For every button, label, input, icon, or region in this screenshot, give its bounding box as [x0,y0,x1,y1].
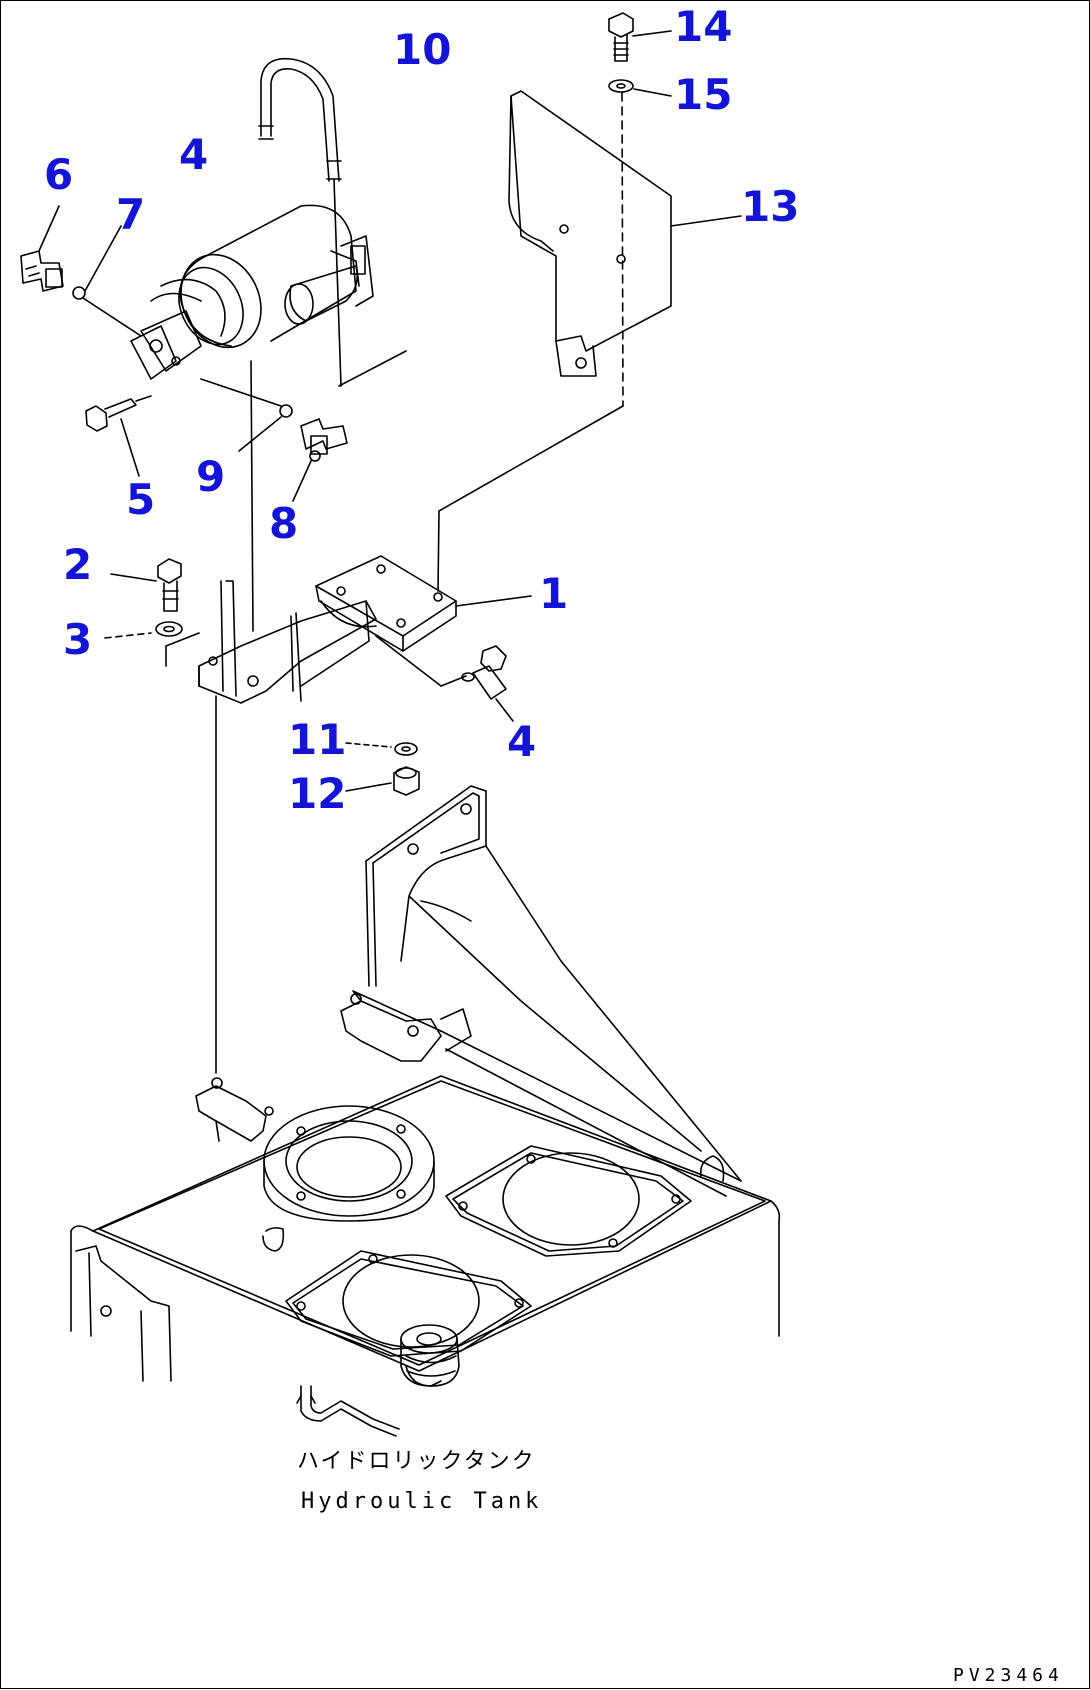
callout-14: 14 [674,2,733,51]
callout-4b: 4 [507,717,537,766]
callout-2: 2 [63,540,93,589]
support-bracket [165,360,377,1074]
hose-part-10 [258,57,407,387]
fitting-part-8 [292,418,348,502]
washer-part-15 [608,79,672,407]
callout-1: 1 [539,569,569,618]
callout-9: 9 [196,452,226,501]
washer-part-11 [345,742,418,756]
oring-part-7 [72,225,142,337]
washer-part-3 [104,621,183,639]
callout-3: 3 [63,615,93,664]
callout-7: 7 [116,190,146,239]
callout-4a: 4 [179,130,209,179]
tank-label-jp: ハイドロリックタンク [297,1449,536,1474]
callout-5: 5 [126,475,156,524]
hydraulic-tank [70,785,781,1437]
clamp-part-4b [375,635,514,722]
drawing-code: PV23464 [953,1665,1064,1686]
callout-11: 11 [288,715,347,764]
bolt-part-5 [85,395,152,477]
bolt-part-14 [608,12,672,62]
callout-6: 6 [44,150,74,199]
callout-13: 13 [741,182,800,231]
bracket-part-1 [315,405,624,652]
fitting-part-6 [20,205,64,292]
bracket-part-13 [508,90,742,377]
callout-12: 12 [288,769,347,818]
oring-part-9 [200,378,293,452]
callout-10: 10 [393,25,452,74]
pump-assembly-part-4 [130,204,374,380]
tank-label-en: Hydroulic Tank [301,1489,543,1514]
callout-8: 8 [269,499,299,548]
nut-part-12 [345,766,420,796]
callout-15: 15 [674,70,733,119]
bolt-part-2 [110,558,182,612]
